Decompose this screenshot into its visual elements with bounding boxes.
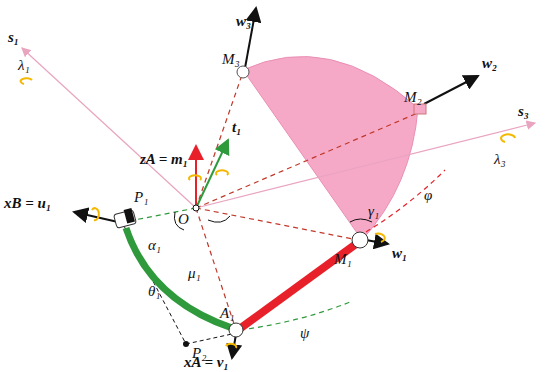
symbol-label: s₃: [518, 104, 529, 119]
symbol-label: w₃: [236, 14, 251, 29]
symbol-label: s₁: [8, 30, 19, 45]
symbol-label: φ: [424, 188, 432, 203]
symbol-label: A₁: [220, 306, 234, 321]
symbol-label: λ₃: [494, 152, 506, 167]
symbol-label: M₃: [222, 52, 240, 67]
symbol-label: θ₁: [148, 284, 161, 299]
symbol-label: w₂: [482, 56, 497, 71]
symbol-label: xB = u₁: [4, 196, 51, 211]
symbol-label: λ₁: [18, 58, 30, 73]
symbol-label: t₁: [232, 120, 241, 135]
symbol-label: w₁: [392, 246, 407, 261]
symbol-label: α₁: [148, 238, 161, 253]
symbol-label: zA = m₁: [140, 152, 188, 167]
symbol-label: ψ: [300, 326, 309, 341]
symbol-label: P₁: [134, 190, 148, 205]
symbol-label: O: [178, 212, 189, 227]
symbol-label: M₁: [334, 252, 352, 267]
symbol-label: M₂: [404, 90, 422, 105]
symbol-label: γ₁: [368, 204, 379, 219]
symbol-label: xA = v₁: [184, 355, 229, 370]
symbol-label: μ₁: [188, 266, 201, 281]
